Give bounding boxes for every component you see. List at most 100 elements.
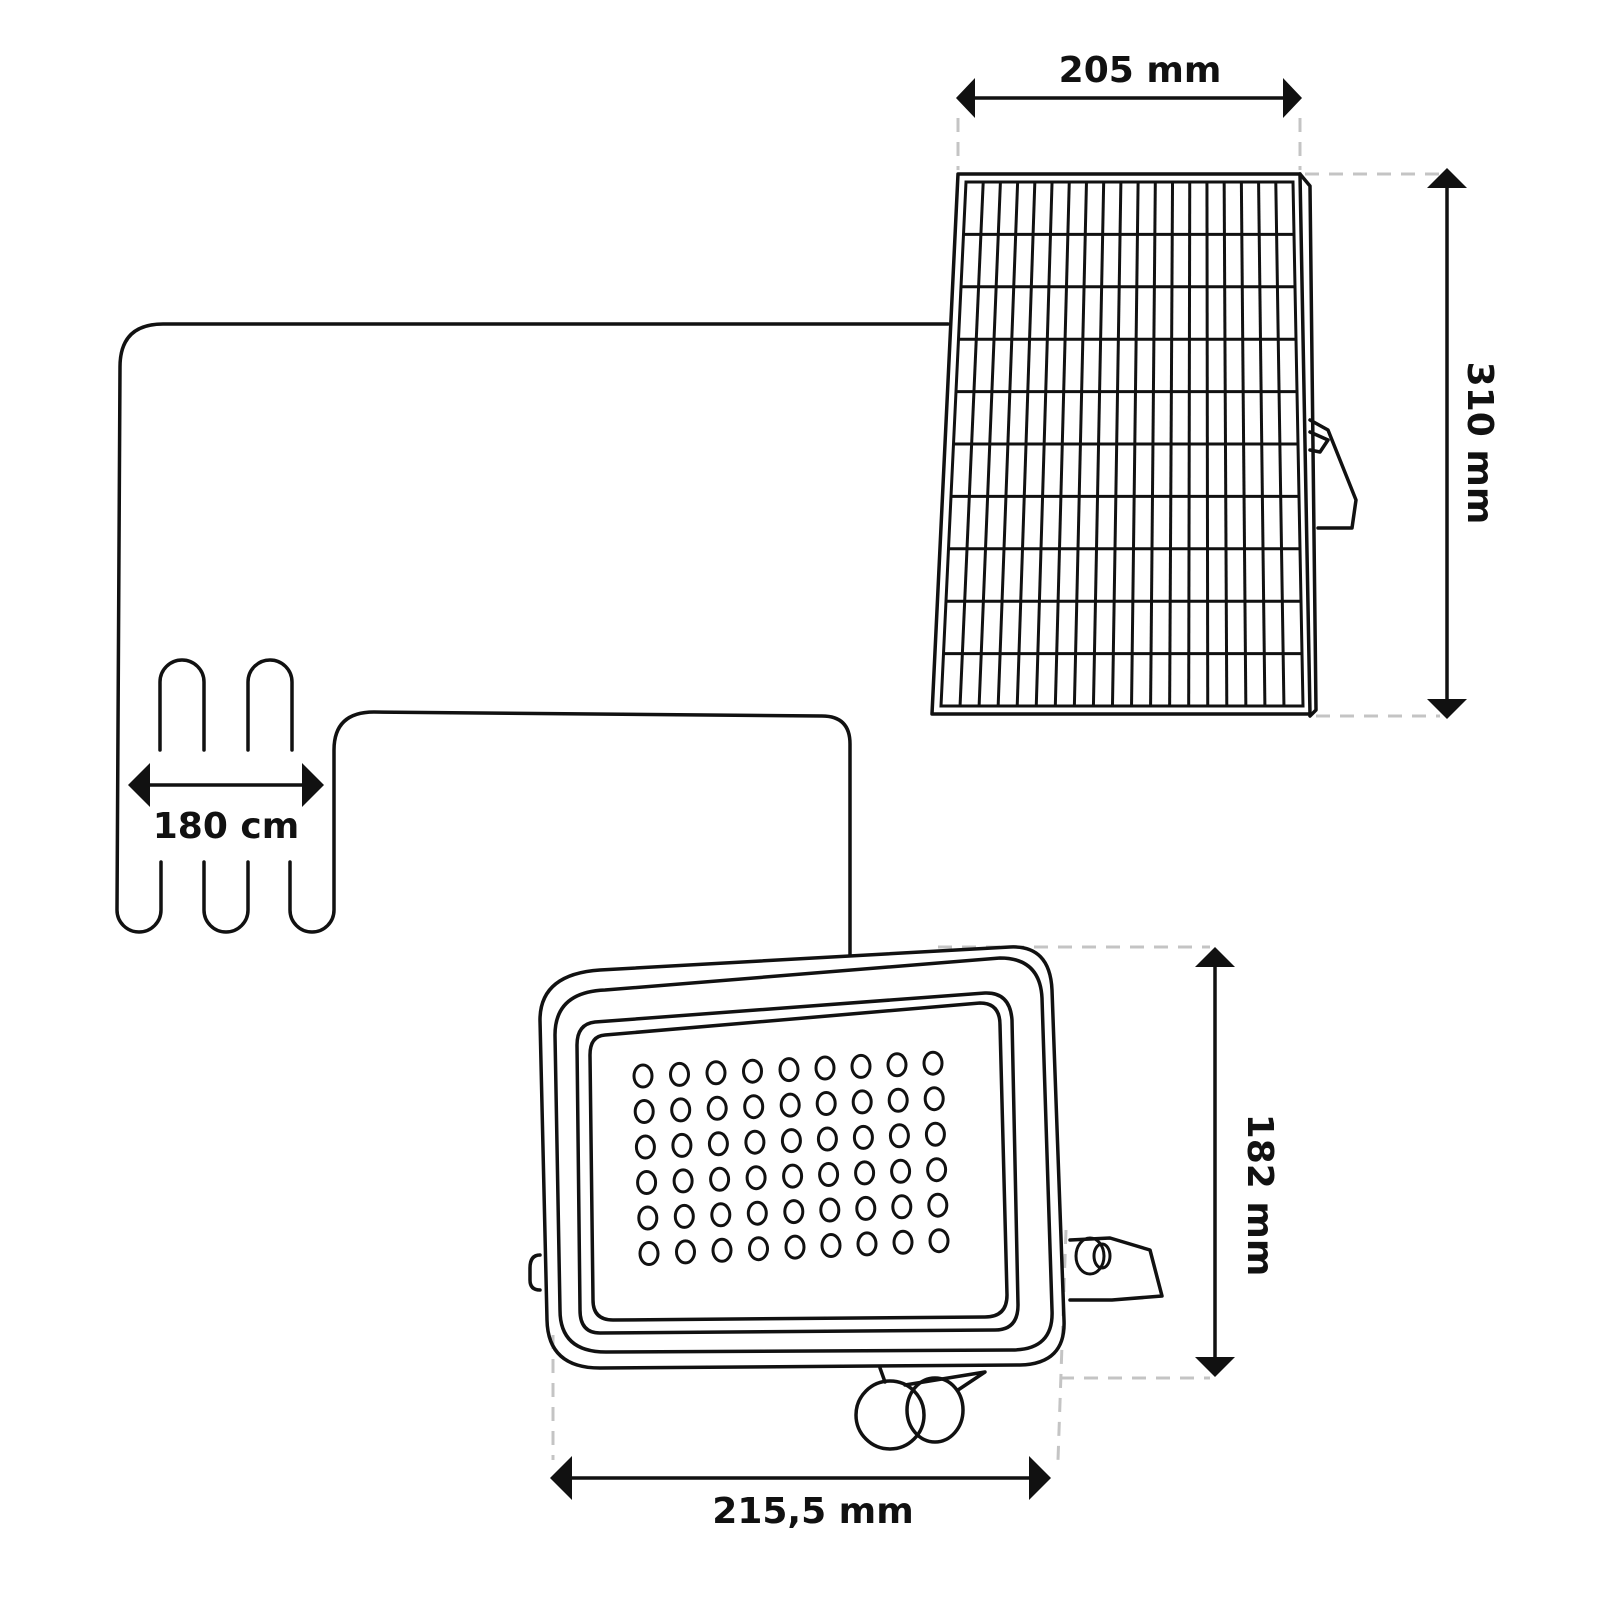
led	[675, 1239, 696, 1265]
panel-width-label: 205 mm	[1059, 50, 1222, 91]
panel-column-line	[958, 181, 985, 707]
led	[923, 1086, 945, 1112]
led	[636, 1170, 658, 1195]
led	[888, 1123, 910, 1149]
mount-bracket	[1068, 1236, 1164, 1302]
led	[709, 1166, 731, 1192]
dimension-panel-width: 205 mm	[956, 50, 1302, 118]
panel-column-line	[1130, 181, 1140, 707]
lamp-lens	[588, 1001, 1009, 1322]
led	[856, 1231, 878, 1257]
led	[780, 1128, 802, 1154]
panel-column-line	[1034, 181, 1054, 707]
led	[670, 1097, 692, 1123]
panel-column-line	[1187, 181, 1192, 707]
panel-column-line	[1072, 181, 1088, 707]
led	[778, 1057, 800, 1083]
lamp-outer-housing	[538, 945, 1066, 1370]
panel-stand	[1308, 418, 1358, 530]
panel-column-line	[1091, 181, 1106, 707]
floodlight	[528, 945, 1164, 1451]
panel-column-line	[1015, 181, 1037, 707]
dimension-lamp-width: 215,5 mm	[550, 1456, 1051, 1532]
led	[706, 1095, 728, 1121]
panel-side-edge	[1298, 172, 1318, 718]
led	[669, 1061, 690, 1087]
led	[707, 1131, 729, 1157]
led	[638, 1241, 660, 1266]
led	[673, 1203, 695, 1229]
panel-column-line	[1222, 181, 1229, 707]
led	[634, 1134, 656, 1160]
panel-cell-grid	[939, 180, 1305, 708]
led	[814, 1055, 836, 1081]
motion-sensor	[854, 1366, 987, 1451]
led	[927, 1192, 949, 1218]
led	[711, 1237, 733, 1263]
led	[852, 1124, 874, 1150]
led	[851, 1089, 873, 1115]
led	[672, 1168, 694, 1194]
led-array	[632, 1050, 950, 1266]
panel-column-line	[1205, 181, 1210, 707]
led	[742, 1058, 763, 1084]
lamp-bezel	[575, 991, 1020, 1335]
led	[633, 1099, 655, 1124]
lamp-width-label: 215,5 mm	[712, 1491, 913, 1532]
led	[779, 1092, 801, 1118]
panel-column-line	[1149, 181, 1157, 707]
led	[816, 1126, 838, 1152]
panel-column-line	[996, 181, 1020, 707]
panel-height-label: 310 mm	[1459, 362, 1500, 525]
panel-column-line	[1053, 181, 1071, 707]
led	[745, 1165, 767, 1191]
led	[705, 1060, 727, 1086]
led	[744, 1129, 766, 1155]
led	[855, 1195, 877, 1221]
stand-hinge	[1308, 430, 1330, 454]
led	[890, 1158, 912, 1184]
panel-column-line	[1168, 181, 1175, 707]
lamp-height-label: 182 mm	[1239, 1114, 1280, 1277]
led	[819, 1197, 841, 1223]
led	[743, 1094, 765, 1120]
led	[854, 1160, 876, 1186]
panel-column-line	[1274, 181, 1286, 707]
led	[928, 1228, 950, 1254]
led	[632, 1063, 654, 1089]
dimension-panel-height: 310 mm	[1427, 168, 1500, 719]
led	[886, 1052, 908, 1078]
led	[820, 1233, 842, 1258]
led	[782, 1163, 804, 1189]
panel-inner-border	[939, 180, 1305, 708]
side-button	[528, 1253, 542, 1292]
led	[671, 1132, 693, 1158]
lamp-housing-inner	[553, 956, 1054, 1354]
panel-column-line	[1239, 181, 1248, 707]
led	[850, 1053, 872, 1079]
panel-frame	[930, 172, 1312, 716]
panel-column-line	[1110, 181, 1123, 707]
dimension-cable-length: 180 cm	[128, 763, 324, 847]
dimension-lamp-height: 182 mm	[1195, 947, 1280, 1377]
panel-column-line	[977, 181, 1002, 707]
led	[818, 1162, 840, 1187]
led	[746, 1200, 768, 1226]
solar-panel	[930, 172, 1358, 718]
led	[783, 1199, 805, 1225]
led	[748, 1236, 769, 1262]
led	[637, 1205, 659, 1231]
led	[926, 1157, 948, 1183]
extension-lines	[551, 118, 1440, 1461]
led	[891, 1194, 913, 1220]
led	[892, 1229, 914, 1255]
led	[784, 1234, 806, 1260]
cable-length-label: 180 cm	[153, 806, 300, 847]
led	[922, 1050, 944, 1076]
led	[815, 1091, 837, 1116]
led	[887, 1087, 909, 1113]
led	[710, 1202, 732, 1228]
led	[924, 1121, 946, 1147]
